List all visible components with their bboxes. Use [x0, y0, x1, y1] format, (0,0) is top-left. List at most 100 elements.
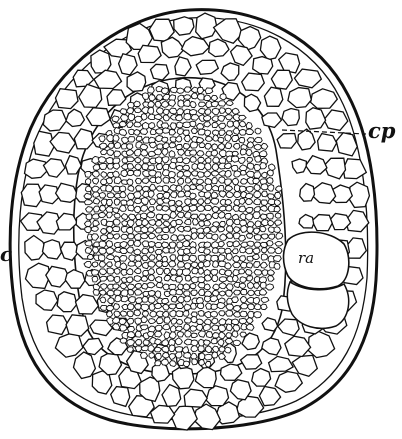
- stele-cell: [212, 275, 218, 282]
- stele-cell: [161, 234, 168, 239]
- stele-cell: [156, 214, 162, 220]
- stele-cell: [135, 178, 141, 184]
- stele-cell: [197, 163, 205, 170]
- stele-cell: [156, 318, 163, 324]
- stele-cell: [148, 247, 154, 253]
- stele-cell: [232, 297, 239, 303]
- stele-cell: [245, 248, 252, 254]
- stele-cell: [253, 179, 260, 184]
- stele-cell: [99, 255, 106, 261]
- stele-cell: [113, 186, 120, 192]
- stele-cell: [127, 157, 135, 162]
- stele-cell: [86, 207, 93, 213]
- stele-cell: [204, 122, 211, 127]
- stele-cell: [148, 290, 155, 296]
- stele-cell: [198, 221, 204, 227]
- stele-cell: [184, 113, 191, 120]
- stele-cell: [107, 193, 114, 198]
- stele-cell: [134, 276, 141, 282]
- stele-cell: [128, 205, 135, 211]
- stele-cell: [255, 128, 261, 134]
- stele-cell: [148, 261, 155, 267]
- stele-cell: [162, 88, 169, 94]
- stele-cell: [108, 143, 114, 148]
- stele-cell: [155, 157, 162, 164]
- stele-cell: [248, 304, 255, 310]
- stele-cell: [135, 226, 142, 232]
- label-cp: cp: [368, 120, 395, 141]
- stele-cell: [218, 254, 225, 261]
- stele-cell: [140, 233, 148, 238]
- stele-cell: [254, 242, 261, 247]
- stele-cell: [190, 121, 196, 127]
- stele-cell: [227, 226, 233, 233]
- stele-cell: [176, 219, 183, 224]
- stele-cell: [162, 352, 169, 358]
- stele-cell: [106, 247, 114, 254]
- stele-cell: [84, 200, 92, 205]
- stele-cell: [274, 206, 280, 212]
- stele-cell: [169, 284, 176, 289]
- stele-cell: [253, 254, 260, 259]
- stele-cell: [274, 263, 280, 269]
- stele-cell: [240, 171, 246, 176]
- cortex-cell: [174, 17, 194, 35]
- stele-cell: [232, 275, 238, 282]
- stele-cell: [233, 306, 241, 312]
- stele-cell: [93, 220, 100, 226]
- stele-cell: [261, 184, 268, 190]
- stele-cell: [128, 289, 134, 295]
- stele-cell: [113, 234, 119, 239]
- stele-cell: [177, 212, 184, 218]
- cortex-cell: [57, 292, 77, 312]
- stele-cell: [190, 247, 197, 254]
- stele-cell: [134, 130, 141, 136]
- stele-cell: [266, 284, 274, 290]
- stele-cell: [225, 143, 232, 149]
- stele-cell: [204, 242, 211, 248]
- stele-cell: [191, 346, 198, 352]
- stele-cell: [119, 205, 126, 211]
- stele-cell: [141, 276, 147, 281]
- stele-cell: [226, 253, 232, 260]
- stele-cell: [176, 206, 182, 212]
- stele-cell: [196, 324, 203, 330]
- stele-cell: [178, 262, 185, 268]
- stele-cell: [183, 130, 190, 136]
- stele-cell: [198, 255, 205, 261]
- stele-cell: [177, 129, 183, 135]
- stele-cell: [267, 240, 274, 246]
- stele-cell: [168, 200, 175, 206]
- stele-cell: [155, 249, 162, 254]
- stele-cell: [169, 129, 176, 135]
- stele-cell: [163, 185, 170, 191]
- stele-cell: [212, 144, 218, 150]
- stele-cell: [85, 247, 92, 253]
- stele-cell: [197, 172, 204, 178]
- stele-cell: [93, 206, 100, 212]
- stele-cell: [234, 143, 240, 149]
- stele-cell: [93, 192, 100, 197]
- stele-cell: [261, 248, 267, 253]
- stele-cell: [219, 269, 225, 275]
- stele-cell: [212, 108, 219, 114]
- stele-cell: [176, 165, 183, 170]
- stele-cell: [184, 263, 191, 269]
- stele-cell: [255, 156, 261, 162]
- stele-cell: [254, 304, 261, 310]
- stele-cell: [189, 205, 197, 211]
- stele-cell: [190, 283, 196, 288]
- stele-cell: [206, 346, 213, 353]
- stele-cell: [203, 228, 210, 234]
- stele-cell: [212, 164, 219, 171]
- stele-cell: [198, 310, 204, 316]
- stele-cell: [212, 318, 218, 324]
- stele-cell: [113, 304, 119, 310]
- stele-cell: [198, 129, 206, 135]
- stele-cell: [212, 333, 219, 339]
- stele-cell: [198, 277, 205, 283]
- stele-cell: [148, 191, 154, 198]
- stele-cell: [134, 170, 141, 176]
- stele-cell: [148, 275, 154, 281]
- stele-cell: [254, 269, 262, 275]
